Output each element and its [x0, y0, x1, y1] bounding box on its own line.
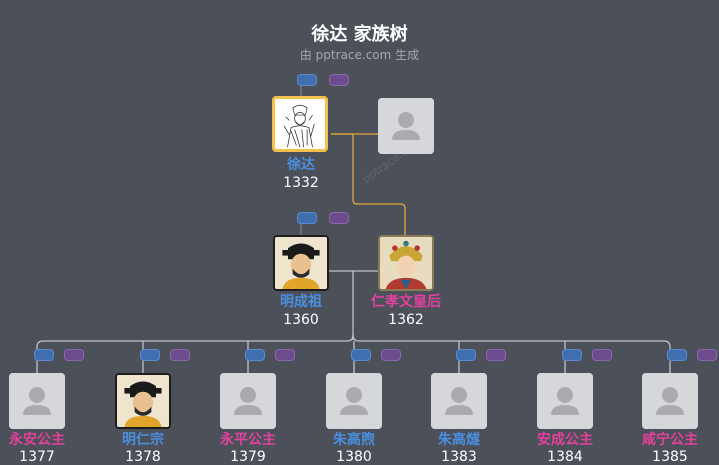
person-year: 1384 — [547, 449, 583, 465]
children-branch-right — [352, 334, 671, 373]
expand-mother-toggle[interactable] — [329, 74, 349, 86]
expand-mother-toggle[interactable] — [697, 349, 717, 361]
avatar-placeholder-icon[interactable] — [326, 373, 382, 429]
person-name: 永安公主 — [9, 432, 65, 448]
empress-portrait-icon[interactable] — [378, 235, 434, 291]
expand-father-toggle[interactable] — [667, 349, 687, 361]
person-year: 1383 — [441, 449, 477, 465]
person-year: 1379 — [230, 449, 266, 465]
person-name: 仁孝文皇后 — [371, 294, 441, 310]
expand-father-toggle[interactable] — [140, 349, 160, 361]
avatar-placeholder-icon[interactable] — [9, 373, 65, 429]
emperor-portrait-icon[interactable] — [115, 373, 171, 429]
avatar-placeholder-icon[interactable] — [431, 373, 487, 429]
person-name: 明仁宗 — [122, 432, 164, 448]
marriage-connector — [331, 133, 406, 235]
page-title: 徐达 家族树 — [311, 24, 408, 45]
emperor-portrait-icon[interactable] — [273, 235, 329, 291]
person-year: 1360 — [283, 312, 319, 328]
person-name: 咸宁公主 — [642, 432, 698, 448]
person-name: 永平公主 — [220, 432, 276, 448]
person-year: 1362 — [388, 312, 424, 328]
expand-father-toggle[interactable] — [297, 212, 317, 224]
children-branch-left — [36, 334, 354, 373]
expand-mother-toggle[interactable] — [329, 212, 349, 224]
page-subtitle: 由 pptrace.com 生成 — [299, 48, 420, 62]
person-name: 明成祖 — [280, 294, 322, 310]
person-year: 1377 — [19, 449, 55, 465]
expand-mother-toggle[interactable] — [486, 349, 506, 361]
avatar-placeholder-icon[interactable] — [642, 373, 698, 429]
person-year: 1378 — [125, 449, 161, 465]
expand-father-toggle[interactable] — [456, 349, 476, 361]
expand-mother-toggle[interactable] — [64, 349, 84, 361]
avatar-placeholder-icon[interactable] — [378, 98, 434, 154]
expand-father-toggle[interactable] — [245, 349, 265, 361]
sketch-portrait-icon[interactable] — [272, 96, 328, 152]
expand-father-toggle[interactable] — [34, 349, 54, 361]
person-name: 安成公主 — [537, 432, 593, 448]
avatar-placeholder-icon[interactable] — [537, 373, 593, 429]
expand-mother-toggle[interactable] — [170, 349, 190, 361]
expand-father-toggle[interactable] — [297, 74, 317, 86]
person-name: 朱高煦 — [333, 432, 375, 448]
person-name: 徐达 — [287, 157, 315, 173]
expand-father-toggle[interactable] — [562, 349, 582, 361]
expand-mother-toggle[interactable] — [381, 349, 401, 361]
expand-mother-toggle[interactable] — [275, 349, 295, 361]
person-name: 朱高燧 — [438, 432, 480, 448]
avatar-placeholder-icon[interactable] — [220, 373, 276, 429]
expand-mother-toggle[interactable] — [592, 349, 612, 361]
person-year: 1332 — [283, 175, 319, 191]
expand-father-toggle[interactable] — [351, 349, 371, 361]
person-year: 1385 — [652, 449, 688, 465]
person-year: 1380 — [336, 449, 372, 465]
